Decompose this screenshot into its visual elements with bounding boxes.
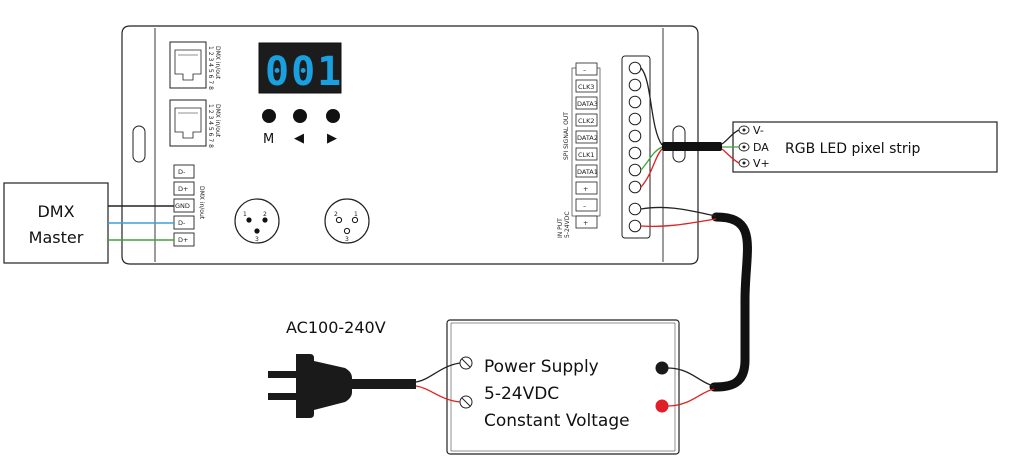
dmx-master-box xyxy=(3,182,109,264)
dc-wire-black-top xyxy=(640,206,717,217)
xlr2-pin-1: 1 xyxy=(354,211,358,218)
rj45-port-top: DMX in/out 1 2 3 4 5 6 7 8 xyxy=(169,41,221,90)
dc-supply-cable xyxy=(640,206,752,407)
xlr2-pin-2: 2 xyxy=(334,211,338,218)
led-pin-da: DA xyxy=(753,141,769,154)
led-strip-label: RGB LED pixel strip xyxy=(785,141,921,157)
rj45-port-bottom: DMX in/out 1 2 3 4 5 6 7 8 xyxy=(169,99,221,148)
strip-wire-green xyxy=(640,146,663,171)
xlr-connector-2: 2 1 3 xyxy=(324,198,370,244)
spi-term-8: + xyxy=(583,185,588,193)
xlr1-pin-1: 1 xyxy=(243,211,247,218)
ac-wires xyxy=(415,362,461,403)
prev-button-label: ◀ xyxy=(294,131,304,146)
spi-term-1: – xyxy=(583,66,586,74)
screw-terminal-strip xyxy=(621,55,651,239)
dmx-term-1: D- xyxy=(178,168,186,176)
strip-cable-sheath xyxy=(662,142,722,151)
dmx-term-2: D+ xyxy=(178,185,188,193)
ac-voltage-label: AC100-240V xyxy=(286,318,386,337)
input-label-line2: 5-24VDC xyxy=(564,211,571,238)
xlr1-pin-3: 3 xyxy=(255,236,259,243)
controller: DMX in/out 1 2 3 4 5 6 7 8 DMX in/out 1 … xyxy=(121,25,699,265)
strip-wire-red xyxy=(640,148,663,188)
dmx-master-line1: DMX xyxy=(37,202,74,221)
next-button-label: ▶ xyxy=(327,131,337,146)
dc-wire-red-bottom xyxy=(667,388,715,407)
ac-wire-black xyxy=(415,362,461,383)
spi-term-2: CLK3 xyxy=(578,83,595,91)
power-supply-box xyxy=(446,319,680,455)
led-pin-vplus: V+ xyxy=(753,157,770,170)
xlr1-pin-2: 2 xyxy=(263,211,267,218)
dc-wire-black-bottom xyxy=(667,367,715,387)
mode-button-label: M xyxy=(263,132,274,147)
dmx-term-3: GND xyxy=(175,202,190,210)
spi-term-7: DATA1 xyxy=(577,168,598,176)
xlr2-pin-3: 3 xyxy=(345,236,349,243)
rj45-bottom-label: DMX in/out xyxy=(214,104,221,138)
xlr-connector-1: 1 2 3 xyxy=(234,198,280,244)
mode-button[interactable] xyxy=(262,109,276,123)
led-pin-vminus: V- xyxy=(753,124,764,137)
dmx-term-5: D+ xyxy=(178,236,188,244)
dc-terminal-negative xyxy=(655,361,669,375)
dc-terminal-positive xyxy=(655,399,669,413)
input-terminal-labels: – + IN PUT 5-24VDC xyxy=(557,198,598,238)
ac-wire-red xyxy=(415,385,461,403)
spi-term-4: CLK2 xyxy=(578,117,595,125)
spi-term-6: CLK1 xyxy=(578,151,595,159)
dmx-terminal-label: DMX in/out xyxy=(198,186,205,220)
input-term-2: + xyxy=(583,219,588,227)
prev-button[interactable] xyxy=(293,109,307,123)
spi-terminal-labels: – CLK3 DATA3 CLK2 DATA2 CLK1 DATA1 + SPI… xyxy=(563,62,601,217)
led-strip: RGB LED pixel strip V- DA V+ xyxy=(732,121,998,173)
dc-wire-red-top xyxy=(640,218,717,228)
dmx-master: DMX Master xyxy=(3,182,109,264)
ac-plug-icon xyxy=(268,354,416,418)
dmx-master-line2: Master xyxy=(29,228,84,247)
dmx-term-4: D- xyxy=(178,219,186,227)
rj45-top-pins: 1 2 3 4 5 6 7 8 xyxy=(207,46,214,90)
led-strip-wires xyxy=(640,67,740,188)
spi-signal-out-label: SPI SIGNAL OUT xyxy=(563,112,570,160)
power-supply-line2: 5-24VDC xyxy=(484,384,559,404)
spi-term-5: DATA2 xyxy=(577,134,598,142)
power-supply: Power Supply 5-24VDC Constant Voltage xyxy=(446,319,680,455)
rj45-bottom-pins: 1 2 3 4 5 6 7 8 xyxy=(207,104,214,148)
input-term-1: – xyxy=(583,202,586,210)
dmx-terminal-block: D- D+ GND D- D+ DMX in/out xyxy=(173,164,205,247)
spi-term-3: DATA3 xyxy=(577,100,598,108)
dc-cable-sheath xyxy=(709,212,752,392)
next-button[interactable] xyxy=(326,109,340,123)
power-supply-line1: Power Supply xyxy=(484,357,599,377)
input-label-line1: IN PUT xyxy=(557,218,564,238)
led-display xyxy=(258,42,342,94)
display-readout: 001 xyxy=(265,49,343,95)
rj45-top-label: DMX in/out xyxy=(214,46,221,80)
ac-terminal-2 xyxy=(459,395,473,409)
dmx-wires xyxy=(108,205,174,241)
ac-terminal-1 xyxy=(459,356,473,370)
mounting-slot-left xyxy=(132,125,146,163)
power-supply-line3: Constant Voltage xyxy=(484,411,630,431)
strip-wire-black xyxy=(640,67,663,146)
